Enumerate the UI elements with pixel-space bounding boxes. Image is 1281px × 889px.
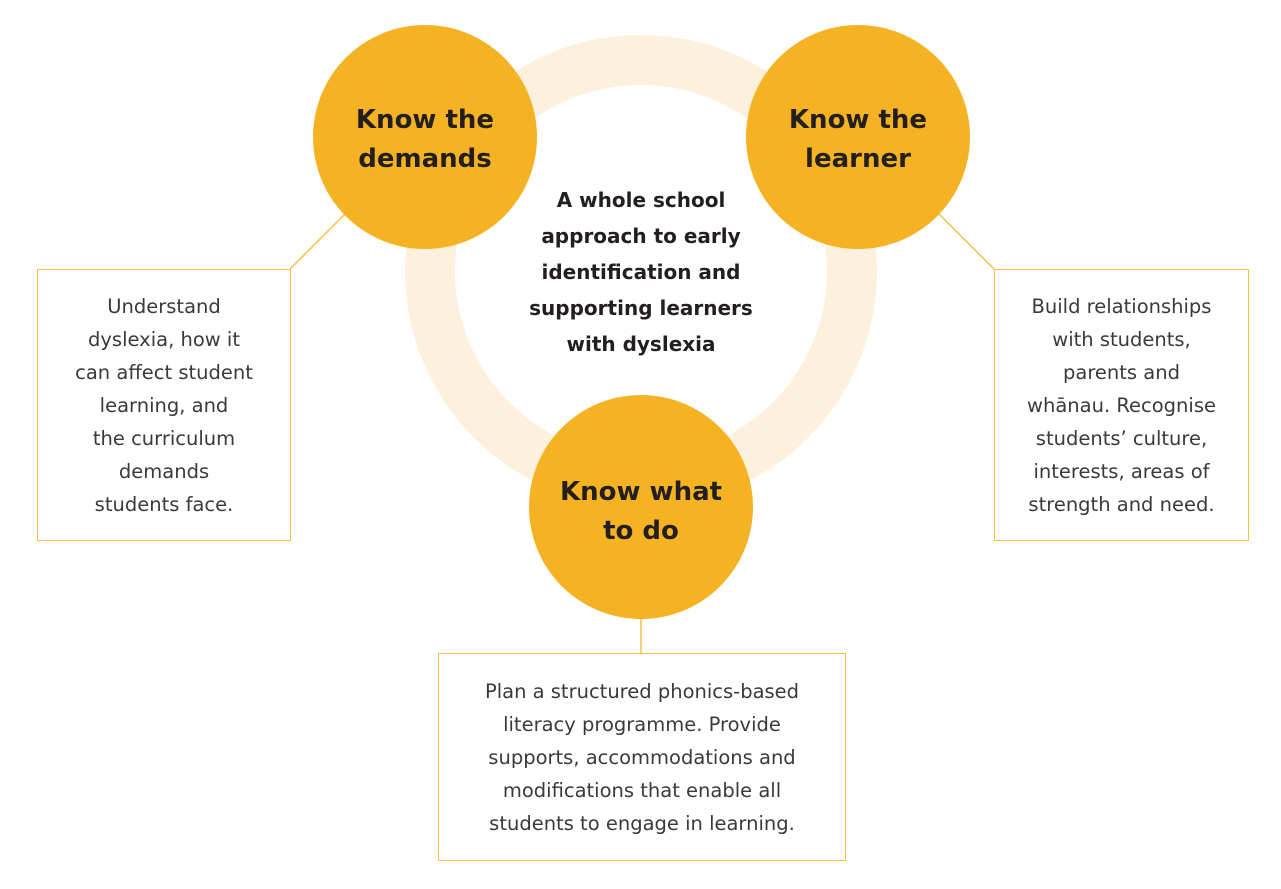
- connector-demands: [289, 213, 346, 270]
- description-box-demands: Understand dyslexia, how it can affect s…: [37, 269, 291, 541]
- connector-learner: [937, 212, 995, 270]
- description-box-learner: Build relationships with students, paren…: [994, 269, 1249, 541]
- description-text-learner: Build relationships with students, paren…: [1027, 294, 1216, 516]
- node-circle-demands: [313, 25, 537, 249]
- description-text-demands: Understand dyslexia, how it can affect s…: [75, 294, 253, 516]
- node-circle-learner: [746, 25, 970, 249]
- node-circle-todo: [529, 395, 753, 619]
- description-box-todo: Plan a structured phonics-based literacy…: [438, 653, 846, 861]
- node-title-learner: Know the learner: [788, 105, 928, 174]
- center-title: A whole school approach to early identif…: [529, 188, 753, 356]
- node-title-todo: Know what to do: [559, 477, 723, 546]
- description-text-todo: Plan a structured phonics-based literacy…: [484, 679, 800, 835]
- node-title-demands: Know the demands: [355, 105, 495, 174]
